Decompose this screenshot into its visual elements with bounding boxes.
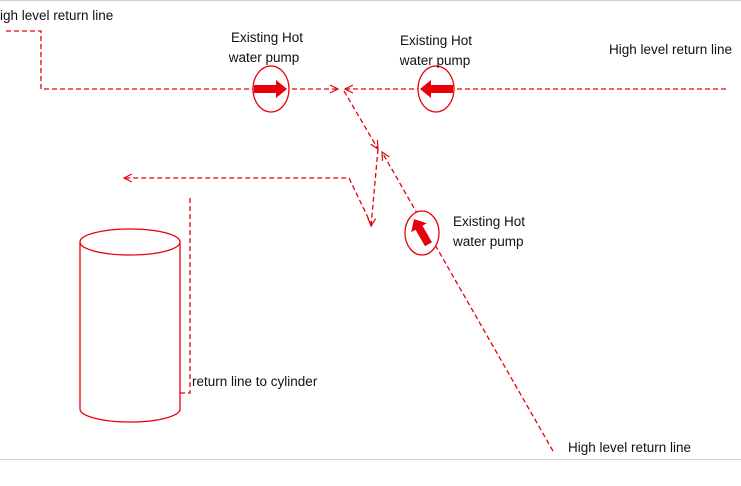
pump-middle-icon [417,65,455,113]
pump-lower-label-line1: Existing Hot [453,214,526,229]
pump-left-icon [252,65,290,113]
top-left-return-line [6,30,338,89]
top-left-return-label: igh level return line [0,8,114,23]
top-right-return-label: High level return line [609,42,733,57]
hot-water-cylinder [79,228,181,423]
pump-middle-label-line2: water pump [399,53,471,68]
junction-diagonal-line [124,90,378,226]
bottom-border [0,459,741,460]
bottom-return-label: High level return line [568,440,692,455]
lower-return-line [382,152,554,452]
pump-left-label-line2: water pump [228,50,300,65]
top-border [0,0,741,1]
pump-middle-label-line1: Existing Hot [399,33,473,48]
pump-left-label-line1: Existing Hot [230,30,304,45]
pump-lower-icon [404,210,440,256]
cylinder-return-label: return line to cylinder [192,374,318,389]
pump-lower-label-line2: water pump [453,234,524,249]
